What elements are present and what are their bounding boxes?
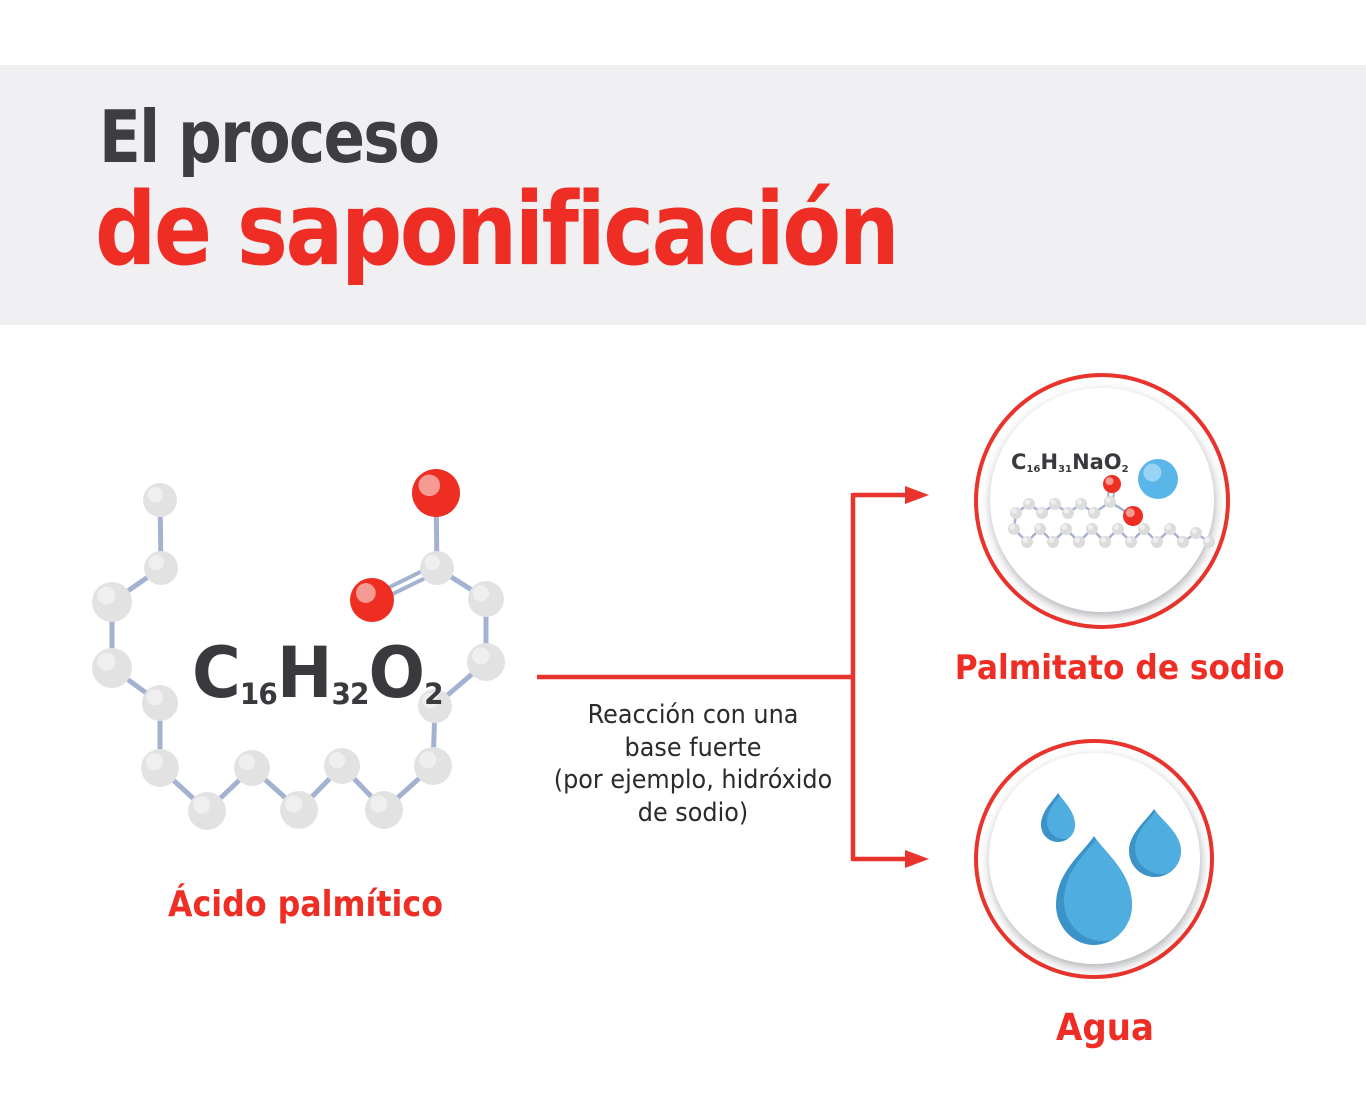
page-title-line-1: El proceso — [99, 95, 440, 179]
formula-subscript: 2 — [424, 677, 443, 712]
palmitato-de-sodio-label: Palmitato de sodio — [954, 648, 1285, 688]
reaction-line: (por ejemplo, hidróxido — [553, 765, 833, 795]
formula-part: C — [1011, 450, 1027, 474]
formula-subscript: 31 — [1058, 463, 1073, 475]
agua-label: Agua — [1056, 1006, 1154, 1049]
formula-part: H — [276, 632, 333, 714]
palmitic-acid-formula: C16H32O2 — [192, 632, 444, 714]
reaction-description: Reacción con una base fuerte (por ejempl… — [546, 699, 840, 829]
page-title-line-2: de saponificación — [95, 170, 900, 288]
formula-part: NaO — [1072, 450, 1122, 474]
water-drops-icon — [1041, 793, 1181, 945]
formula-subscript: 2 — [1121, 463, 1129, 475]
formula-part: O — [368, 632, 425, 714]
reaction-line: base fuerte — [624, 732, 762, 763]
sodium-palmitate-molecule-icon — [1008, 459, 1215, 548]
formula-subscript: 16 — [1026, 463, 1041, 475]
formula-part: H — [1040, 450, 1059, 474]
acido-palmitico-label: Ácido palmítico — [168, 884, 443, 925]
formula-subscript: 32 — [331, 677, 370, 712]
header-band — [0, 65, 1366, 325]
reaction-line: de sodio) — [637, 797, 749, 828]
palmitic-acid-molecule-icon — [92, 469, 505, 830]
formula-part: C — [192, 632, 241, 714]
formula-subscript: 16 — [239, 677, 278, 712]
reaction-line: Reacción con una — [587, 700, 799, 730]
sodium-palmitate-formula: C16H31NaO2 — [1011, 450, 1129, 475]
reaction-branch-arrow-icon — [537, 486, 929, 868]
